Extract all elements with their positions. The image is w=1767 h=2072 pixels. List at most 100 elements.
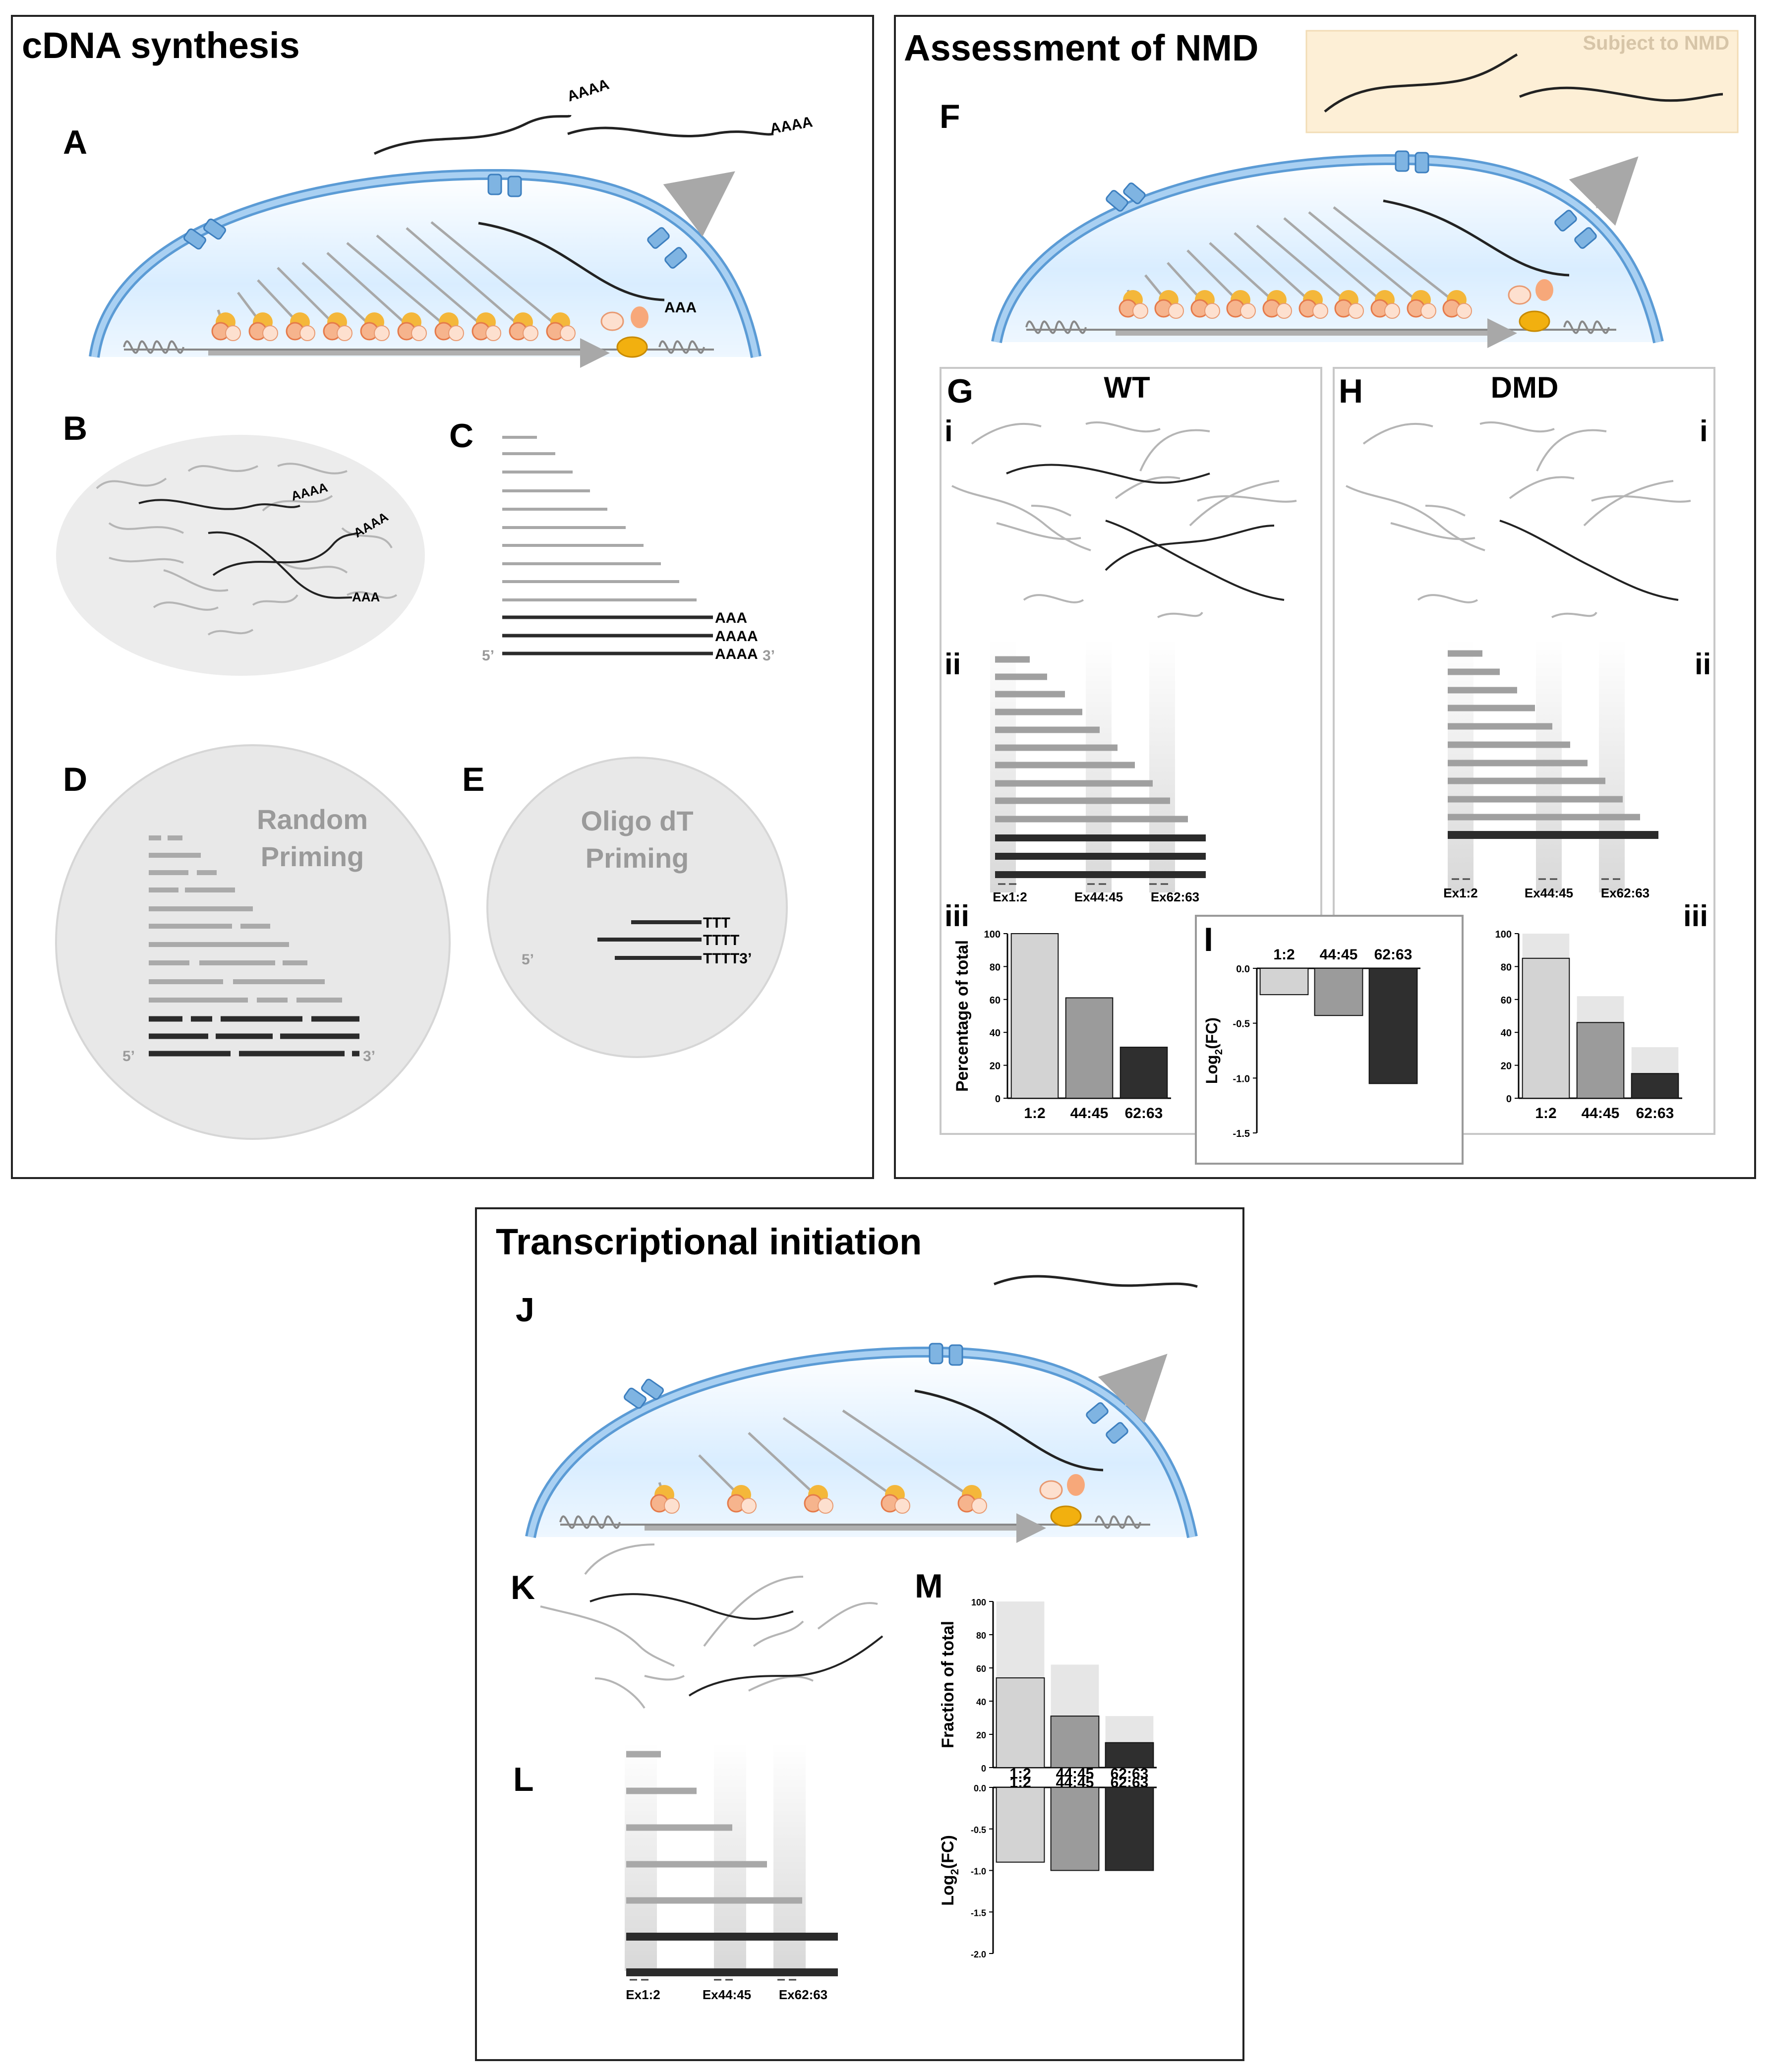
y-tick-label: -1.5: [971, 1908, 986, 1918]
panel-letter-g: G: [947, 372, 973, 410]
dmd-box: [1333, 367, 1715, 1135]
y-tick-label: 100: [1495, 929, 1512, 940]
roman-iii: iii: [944, 899, 969, 933]
exon-label: Ex1:2: [1443, 886, 1477, 900]
nuclear-pore: [203, 218, 226, 240]
export-arrow-icon: [1569, 156, 1639, 226]
bar: [1050, 1716, 1100, 1768]
rna-polymerases: [211, 312, 576, 341]
panel-letter-c: C: [449, 417, 473, 455]
wt-label: WT: [1104, 371, 1150, 404]
panel-letter-k: K: [511, 1569, 535, 1606]
panel-i-box: [1195, 915, 1464, 1165]
transcript-ladder: [502, 436, 697, 601]
five-prime-label: 5’: [522, 951, 534, 968]
dmd-fragment-rnas: [1346, 421, 1691, 618]
y-axis-label: Log2(FC): [1203, 1017, 1225, 1084]
mrna-strand: [478, 222, 665, 301]
category-label: 1:2: [1024, 1105, 1045, 1122]
subject-to-nmd-label: Subject to NMD: [1583, 32, 1729, 54]
roman-ii: ii: [1695, 648, 1711, 681]
category-label: 1:2: [1273, 947, 1295, 963]
category-label: 62:63: [1374, 947, 1413, 963]
polya-label: AAAA: [715, 646, 758, 662]
bar: [1065, 997, 1114, 1099]
random-primed-full: [149, 1016, 359, 1057]
category-label: 62:63: [1111, 1766, 1149, 1782]
nucleus-diagram: AAA: [89, 169, 762, 368]
y-tick-label: -0.5: [1233, 1019, 1250, 1030]
panel-assessment-nmd: Assessment of NMD Subject to NMD F: [894, 15, 1756, 1179]
exon-label: Ex1:2: [993, 889, 1027, 904]
category-label: 1:2: [1535, 1105, 1556, 1122]
nmd-subject-box: [1305, 30, 1739, 133]
y-tick-label: 40: [990, 1028, 1001, 1039]
panel-letter-m: M: [915, 1567, 943, 1605]
wt-mrna: [1105, 520, 1285, 601]
polya-label: AAA: [352, 590, 380, 604]
polya-label: AAAA: [715, 628, 758, 645]
y-axis-label-base: Log: [1203, 1055, 1221, 1084]
bar: [1314, 968, 1363, 1016]
dmd-mrna: [1499, 520, 1679, 601]
y-tick-label: 20: [1501, 1061, 1512, 1072]
full-length-transcripts: [502, 615, 713, 655]
wt-fragment-rnas: [951, 421, 1297, 618]
panel-letter-f: F: [940, 98, 960, 135]
bar: [1631, 1073, 1679, 1099]
panel-letter-e: E: [462, 761, 484, 798]
y-tick-label: -2.0: [971, 1950, 986, 1959]
panel-title: Assessment of NMD: [904, 27, 1259, 68]
panel-letter-j: J: [516, 1291, 534, 1329]
y-tick-label: -1.0: [1233, 1073, 1250, 1084]
y-tick-label: 20: [990, 1061, 1001, 1072]
y-tick-label: 0.0: [974, 1783, 986, 1793]
three-prime-label: 3’: [363, 1048, 375, 1065]
exon-label: Ex1:2: [626, 1987, 660, 2002]
panel-letter-h: H: [1339, 372, 1363, 410]
category-label: 44:45: [1582, 1105, 1620, 1122]
nmd-mrna: [1324, 53, 1518, 113]
wt-box: [940, 367, 1322, 1135]
bar: [1119, 1047, 1168, 1099]
bar: [1368, 968, 1418, 1084]
y-axis-label-base: Log: [939, 1875, 957, 1905]
oligo-t-label: TTTT3’: [703, 950, 752, 967]
exon-label: Ex62:63: [1601, 886, 1649, 900]
y-tick-label: 80: [976, 1631, 986, 1641]
dmd-label: DMD: [1491, 371, 1559, 404]
y-axis-label: Log2(FC): [939, 1835, 961, 1906]
y-tick-label: -1.5: [1233, 1128, 1250, 1139]
y-tick-label: 80: [990, 962, 1001, 973]
panel-letter-b: B: [63, 410, 87, 447]
oligo-t-label: TTTT: [703, 932, 739, 948]
y-axis-label-tail: (FC): [1203, 1017, 1221, 1049]
y-axis-label: Fraction of total: [939, 1621, 957, 1748]
y-tick-label: -1.0: [971, 1867, 986, 1877]
exon-label: Ex62:63: [1151, 889, 1199, 904]
oligo-t-label: TTT: [703, 915, 730, 931]
bar: [1010, 933, 1059, 1099]
dmd-coverage-ladder: Ex1:2 Ex44:45 Ex62:63: [1443, 640, 1658, 900]
y-axis-label-subscript: 2: [1213, 1049, 1225, 1055]
wt-mrna: [1105, 525, 1275, 571]
y-axis-label-subscript: 2: [948, 1869, 961, 1875]
nmd-mrna: [1519, 86, 1723, 102]
export-arrow-icon: [663, 171, 735, 237]
panel-transcriptional-initiation: Transcriptional initiation J: [475, 1207, 1244, 2061]
mrna-strand: [373, 114, 572, 155]
oligo-dt-title: Oligo dT: [581, 805, 693, 836]
ribosome-large: [631, 306, 648, 328]
polya-label: AAA: [664, 299, 697, 316]
ribosome-small: [600, 311, 624, 331]
y-axis-label-tail: (FC): [939, 1835, 957, 1869]
y-tick-label: 0.0: [1236, 964, 1250, 975]
category-label: 62:63: [1125, 1105, 1163, 1122]
oligo-primed-cdna: [597, 920, 702, 960]
random-priming-title: Priming: [261, 841, 364, 872]
